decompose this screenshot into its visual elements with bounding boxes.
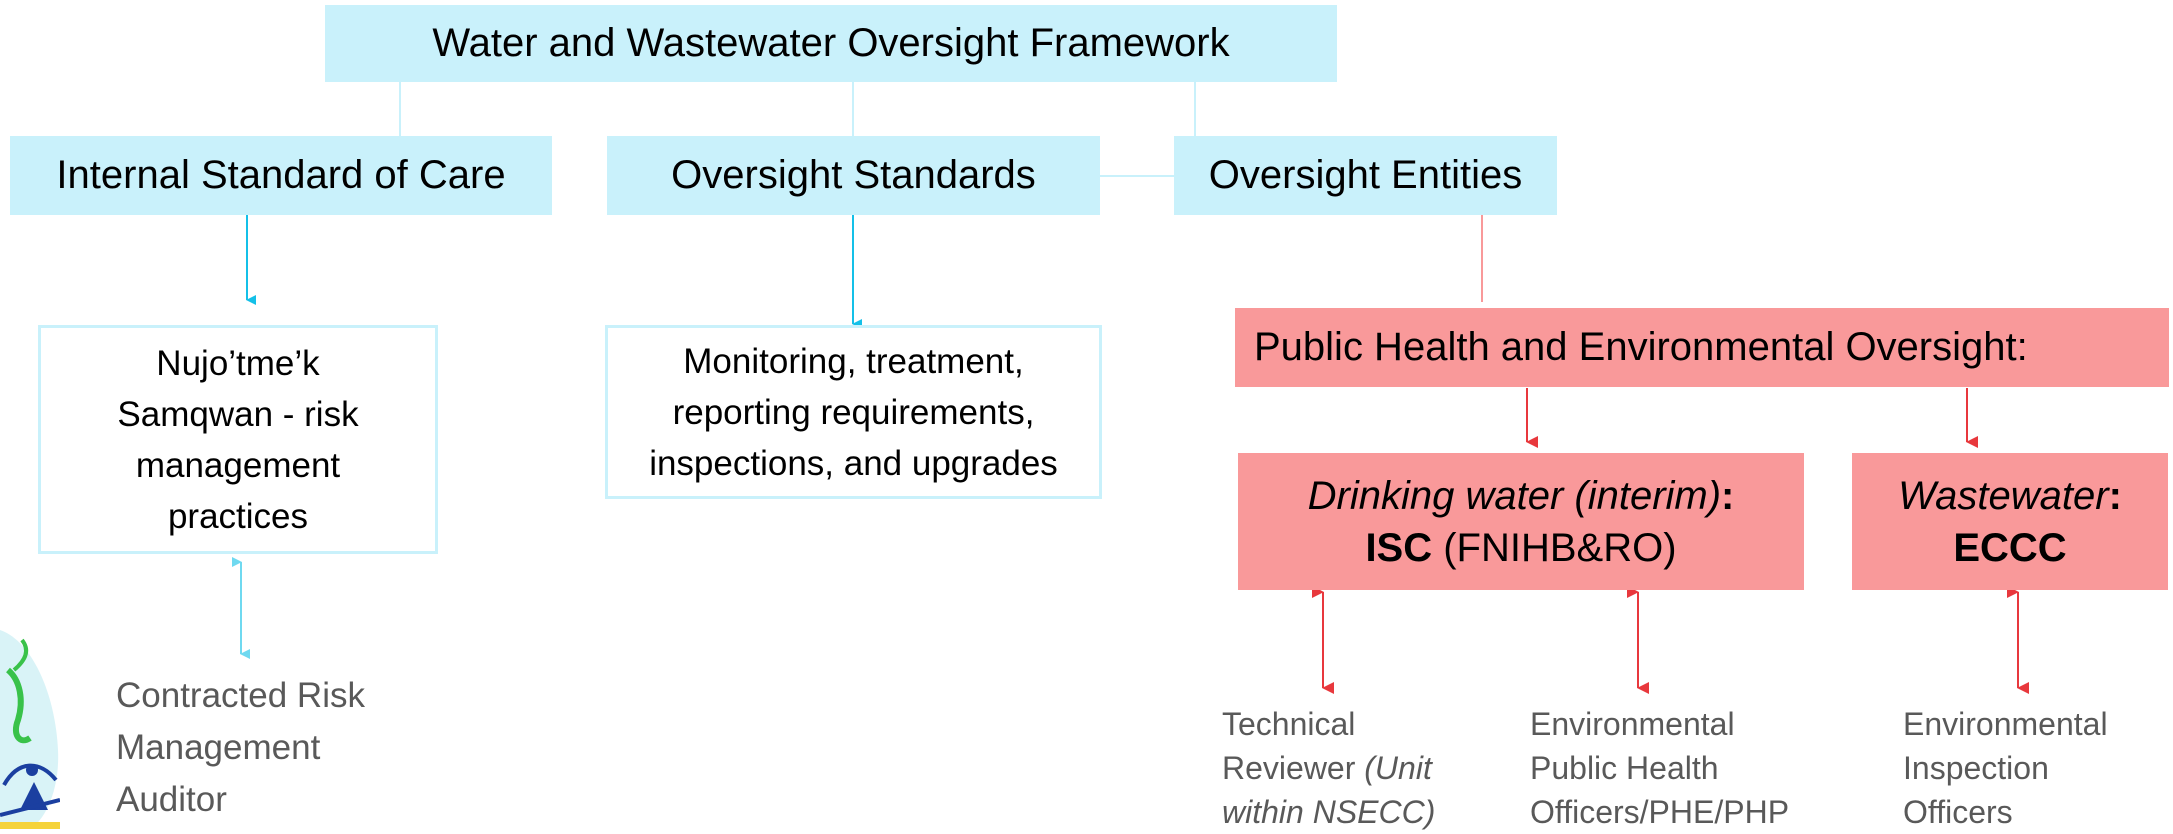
organization-logo [0, 630, 60, 829]
branch-internal-label: Internal Standard of Care [56, 153, 506, 197]
internal-detail-box: Nujo’tme’k Samqwan - risk management pra… [38, 325, 438, 554]
ephos-text: Environmental Public Health Officers/PHE… [1530, 702, 1820, 834]
technical-reviewer-note: (Unit within NSECC) [1222, 750, 1436, 830]
branch-entities-label: Oversight Entities [1208, 153, 1523, 197]
drinking-water-line2: ISC (FNIHB&RO) [1365, 522, 1676, 574]
eio-text: Environmental Inspection Officers [1903, 702, 2143, 834]
branch-internal-standard: Internal Standard of Care [10, 136, 552, 215]
branch-standards-label: Oversight Standards [671, 153, 1036, 197]
internal-detail-text: Nujo’tme’k Samqwan - risk management pra… [117, 343, 359, 536]
drinking-water-colon: : [1721, 473, 1735, 518]
drinking-water-org: ISC [1365, 525, 1433, 570]
wastewater-line2: ECCC [1953, 522, 2066, 574]
wastewater-box: Wastewater: ECCC [1852, 453, 2168, 590]
branch-oversight-standards: Oversight Standards [607, 136, 1100, 215]
standards-detail-box: Monitoring, treatment, reporting require… [605, 325, 1102, 499]
wastewater-org: ECCC [1953, 525, 2067, 570]
wastewater-line1: Wastewater: [1898, 470, 2122, 522]
public-health-label: Public Health and Environmental Oversigh… [1254, 325, 2028, 369]
wastewater-label: Wastewater [1898, 473, 2109, 518]
technical-reviewer-text: Technical Reviewer (Unit within NSECC) [1222, 702, 1452, 834]
drinking-water-line1: Drinking water (interim): [1308, 470, 1735, 522]
standards-detail-text: Monitoring, treatment, reporting require… [649, 341, 1058, 483]
technical-reviewer-label: Technical Reviewer [1222, 706, 1365, 786]
branch-oversight-entities: Oversight Entities [1174, 136, 1557, 215]
wastewater-colon: : [2108, 473, 2122, 518]
drinking-water-box: Drinking water (interim): ISC (FNIHB&RO) [1238, 453, 1804, 590]
framework-title: Water and Wastewater Oversight Framework [325, 5, 1337, 82]
framework-title-text: Water and Wastewater Oversight Framework [432, 21, 1230, 65]
auditor-label: Contracted Risk Management Auditor [116, 676, 365, 819]
drinking-water-label: Drinking water (interim) [1307, 473, 1722, 518]
auditor-text: Contracted Risk Management Auditor [116, 670, 436, 826]
drinking-water-org-detail: (FNIHB&RO) [1432, 525, 1677, 570]
eio-label: Environmental Inspection Officers [1903, 706, 2108, 830]
public-health-oversight-box: Public Health and Environmental Oversigh… [1235, 308, 2169, 387]
ephos-label: Environmental Public Health Officers/PHE… [1530, 706, 1790, 830]
